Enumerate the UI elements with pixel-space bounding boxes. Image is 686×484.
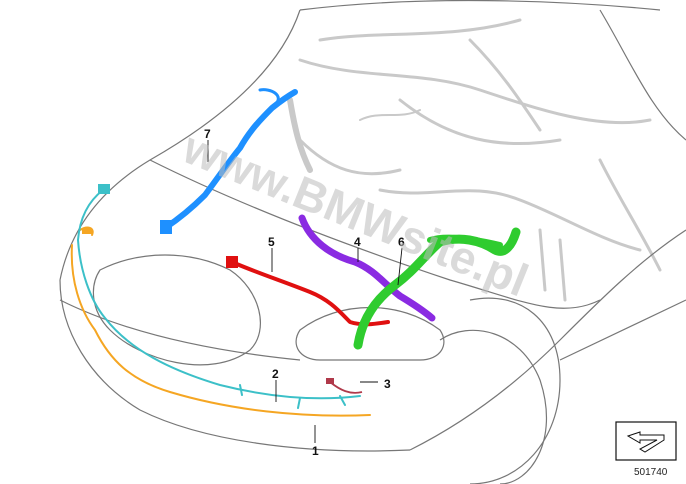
- background-harness: [287, 18, 662, 302]
- callout-2: 2: [272, 367, 279, 381]
- harness-2: [76, 184, 361, 409]
- harness-7: [160, 88, 298, 234]
- callout-4: 4: [354, 235, 361, 249]
- watermark: www.BMWsite.pl: [175, 121, 535, 307]
- callout-6: 6: [398, 235, 405, 249]
- car-body-outline: [59, 0, 686, 484]
- harness-3: [326, 378, 363, 394]
- arrow-direction-icon: [615, 421, 677, 461]
- leader-lines: [207, 140, 403, 443]
- harness-6: [353, 227, 521, 350]
- harness-1: [70, 226, 371, 417]
- callout-7: 7: [204, 127, 211, 141]
- harness-4: [298, 214, 436, 322]
- reference-number: 501740: [634, 467, 668, 478]
- callout-1: 1: [312, 444, 319, 458]
- callout-3: 3: [384, 377, 391, 391]
- callout-labels: 1 2 3 4 5 6 7: [204, 127, 405, 458]
- callout-5: 5: [268, 235, 275, 249]
